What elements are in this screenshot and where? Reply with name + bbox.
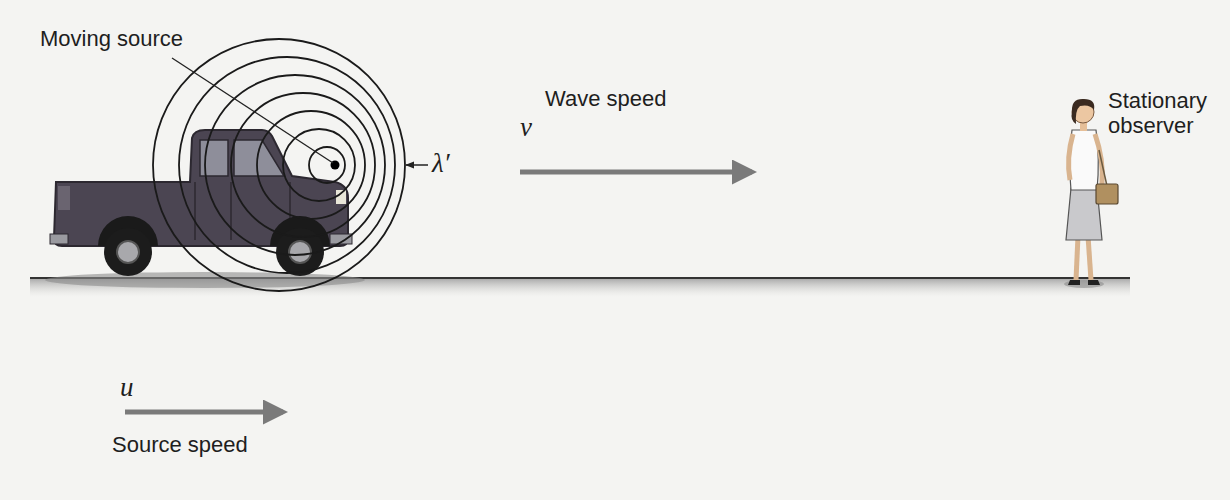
part-label: Stationary observer [1108, 88, 1226, 139]
part-label: Moving source [40, 26, 183, 51]
wavelength-arrow [406, 164, 428, 166]
symbol-label: λ′ [432, 148, 450, 179]
quantity-label: Source speed [112, 432, 248, 457]
source-speed-arrow [125, 410, 283, 415]
symbol-label: v [520, 112, 532, 143]
wavefronts [153, 39, 405, 291]
symbol-label: u [120, 372, 134, 403]
wave-speed-arrow [520, 170, 752, 175]
quantity-label: Wave speed [545, 86, 666, 111]
leader-line [172, 58, 333, 163]
